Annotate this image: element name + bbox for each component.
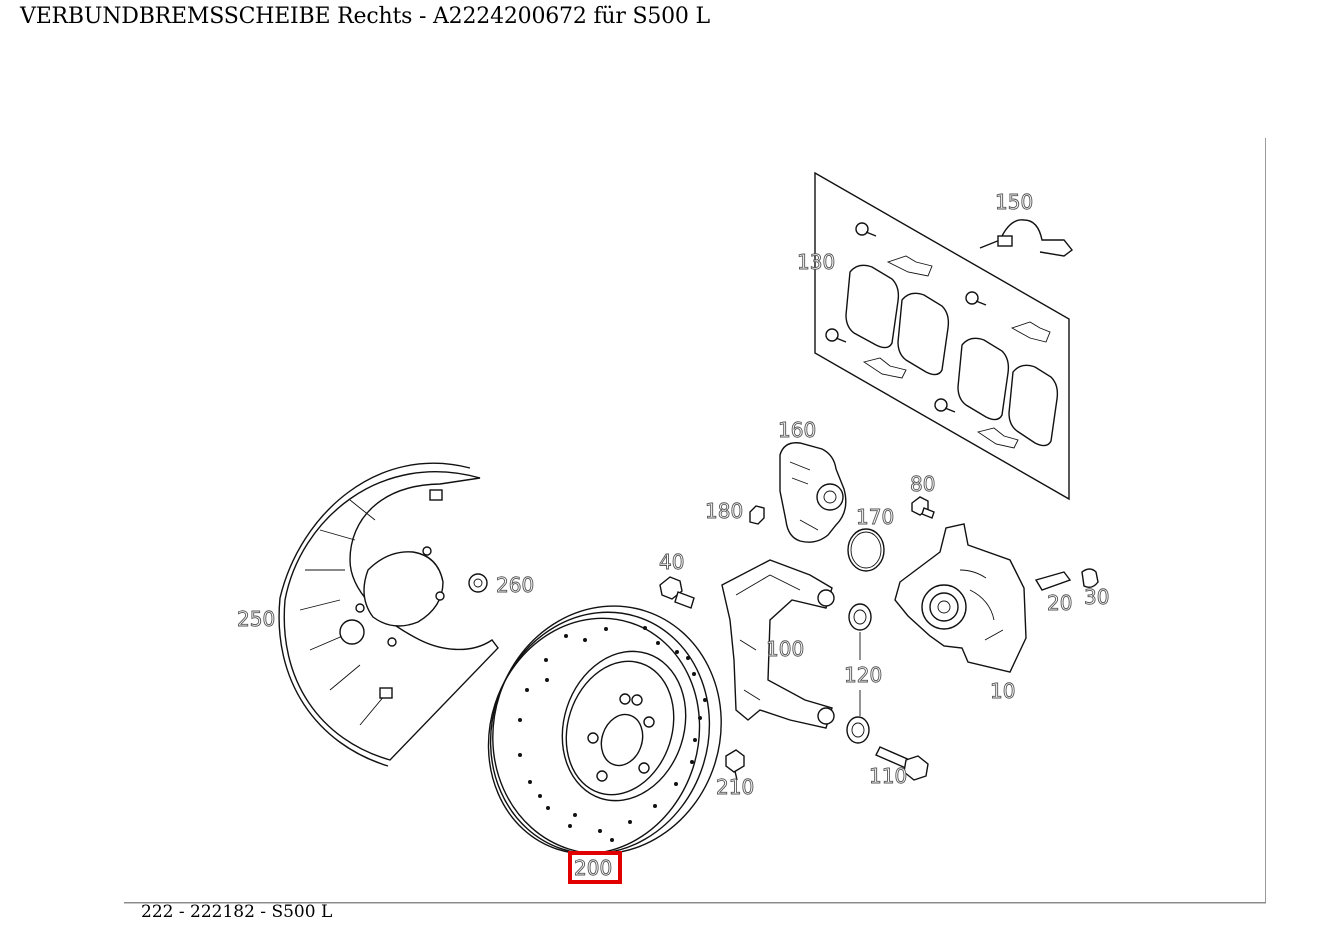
frame-right-border — [1265, 138, 1266, 904]
part-label-170[interactable]: 170 — [856, 505, 895, 530]
part-label-110[interactable]: 110 — [869, 764, 908, 789]
parking-actuator-illustration — [779, 442, 847, 543]
part-label-120[interactable]: 120 — [844, 663, 883, 688]
part-label-250[interactable]: 250 — [237, 607, 276, 632]
bolt-110-illustration — [875, 746, 929, 781]
part-label-260[interactable]: 260 — [496, 573, 535, 598]
cap-30-illustration — [1081, 568, 1099, 589]
bolt-80-illustration — [911, 496, 935, 519]
frame-bottom-border — [124, 902, 1266, 904]
part-label-30[interactable]: 30 — [1084, 585, 1110, 610]
part-label-180[interactable]: 180 — [705, 499, 744, 524]
part-label-160[interactable]: 160 — [778, 418, 817, 443]
brake-pad-kit-illustration — [814, 171, 1073, 501]
page-title: VERBUNDBREMSSCHEIBE Rechts - A2224200672… — [20, 4, 710, 29]
caliper-housing-illustration — [894, 523, 1027, 673]
bleeder-screw-20-illustration — [1034, 571, 1072, 591]
bolt-40-illustration — [659, 576, 695, 609]
bolt-260-illustration — [468, 573, 488, 593]
footer-model-code: 222 - 222182 - S500 L — [141, 902, 333, 922]
bolt-210-illustration — [725, 749, 745, 781]
selected-part-highlight — [568, 851, 622, 884]
part-label-10[interactable]: 10 — [990, 679, 1016, 704]
part-label-200[interactable]: 200 — [574, 856, 613, 881]
brake-disc-illustration — [487, 605, 722, 855]
bolt-180-illustration — [749, 505, 765, 525]
caliper-carrier-illustration — [721, 559, 835, 729]
part-label-20[interactable]: 20 — [1047, 591, 1073, 616]
o-ring-170-illustration — [847, 528, 885, 572]
part-label-210[interactable]: 210 — [716, 775, 755, 800]
part-label-100[interactable]: 100 — [766, 637, 805, 662]
brake-backing-plate-illustration — [278, 462, 499, 767]
part-label-130[interactable]: 130 — [797, 250, 836, 275]
part-label-40[interactable]: 40 — [659, 550, 685, 575]
part-label-150[interactable]: 150 — [995, 190, 1034, 215]
part-label-80[interactable]: 80 — [910, 472, 936, 497]
guide-bushing-120-illustration — [846, 603, 872, 744]
